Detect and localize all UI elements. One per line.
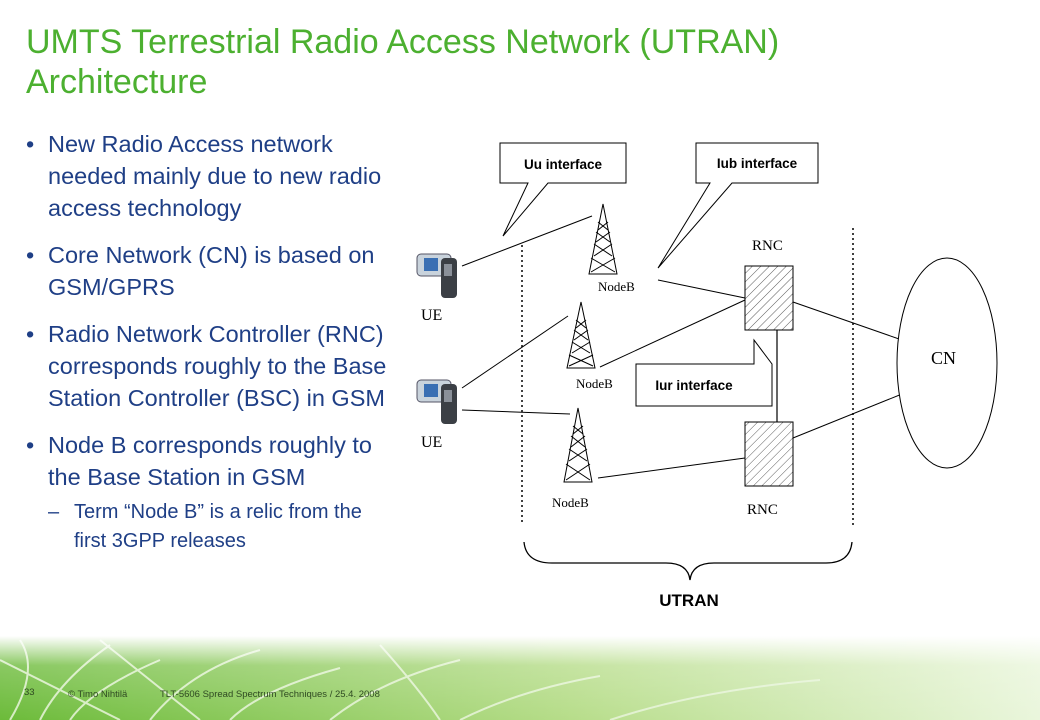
bullet-item: •Radio Network Controller (RNC) correspo… xyxy=(26,321,387,411)
ue-phone-icon xyxy=(416,253,457,298)
title-line-1: UMTS Terrestrial Radio Access Network (U… xyxy=(26,23,780,61)
ue-label: UE xyxy=(421,434,442,451)
bullet-list: •New Radio Access network needed mainly … xyxy=(26,128,396,556)
title-line-2: Architecture xyxy=(26,63,208,101)
ue-label: UE xyxy=(421,307,442,324)
bullet-text: Core Network (CN) is based on GSM/GPRS xyxy=(48,242,375,300)
rnc-box xyxy=(744,421,794,487)
nodeb-label: NodeB xyxy=(552,495,589,510)
iub-interface-callout xyxy=(657,142,819,269)
iu-links xyxy=(792,301,903,439)
uu-interface-callout xyxy=(499,142,627,237)
footer-author: © Timo Nihtilä xyxy=(68,689,128,700)
bullet-item: •Node B corresponds roughly to the Base … xyxy=(26,432,372,490)
rnc-box xyxy=(744,265,794,331)
page-number: 33 xyxy=(24,687,35,698)
ue-phone-icon xyxy=(416,379,457,424)
iub-interface-label: Iub interface xyxy=(717,156,798,171)
footer-decoration xyxy=(0,636,1040,720)
utran-label: UTRAN xyxy=(659,591,719,610)
cn-label: CN xyxy=(931,348,956,368)
nodeb-label: NodeB xyxy=(598,279,635,294)
nodeb-tower-icon xyxy=(566,301,596,369)
bullet-text: Node B corresponds roughly to the Base S… xyxy=(48,432,372,490)
iur-interface-callout xyxy=(635,338,773,407)
iur-interface-label: Iur interface xyxy=(655,378,733,393)
uu-interface-label: Uu interface xyxy=(524,157,603,172)
iub-links xyxy=(597,279,746,479)
radio-links xyxy=(461,215,593,415)
nodeb-tower-icon xyxy=(588,203,618,275)
bullet-item: •Core Network (CN) is based on GSM/GPRS xyxy=(26,242,375,300)
page-title: UMTS Terrestrial Radio Access Network (U… xyxy=(26,22,1016,102)
utran-brace xyxy=(523,541,853,581)
cn-ellipse xyxy=(896,257,998,469)
rnc-label: RNC xyxy=(747,502,778,518)
rnc-label: RNC xyxy=(752,238,783,254)
footer-course: TLT-5606 Spread Spectrum Techniques / 25… xyxy=(160,689,380,700)
bullet-text: New Radio Access network needed mainly d… xyxy=(48,131,382,221)
nodeb-label: NodeB xyxy=(576,376,613,391)
sub-bullet-text: Term “Node B” is a relic from the first … xyxy=(74,501,362,552)
nodeb-tower-icon xyxy=(563,407,593,483)
bullet-item: •New Radio Access network needed mainly … xyxy=(26,131,382,221)
bullet-text: Radio Network Controller (RNC) correspon… xyxy=(48,321,387,411)
sub-bullet-item: –Term “Node B” is a relic from the first… xyxy=(48,501,362,552)
